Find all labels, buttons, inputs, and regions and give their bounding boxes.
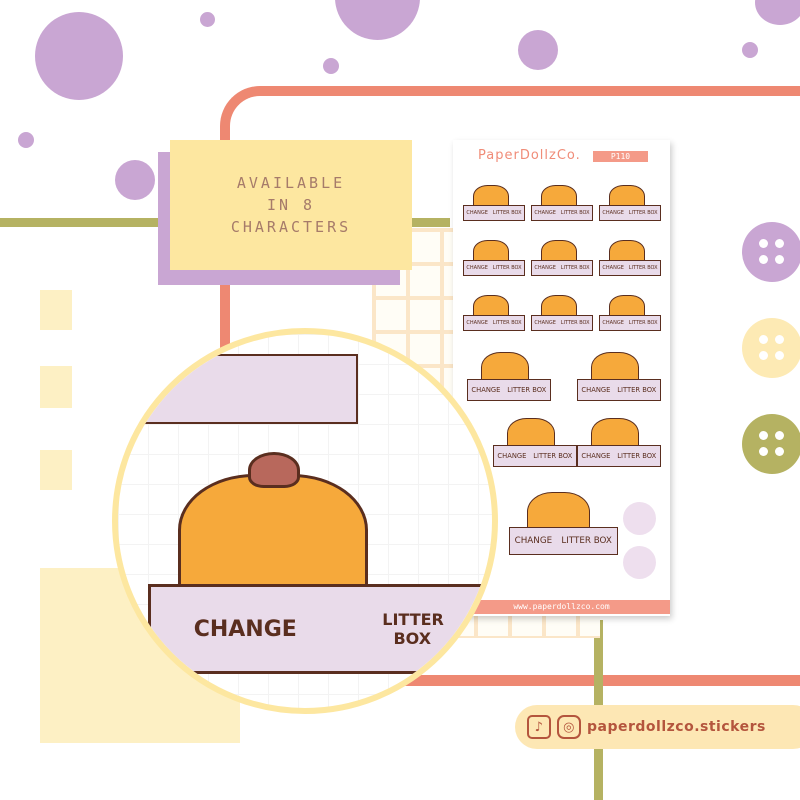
- social-pill: ♪ ◎ paperdollzco.stickers: [515, 705, 800, 749]
- decor-dot: [335, 0, 420, 40]
- litter-box: CHANGE LITTER BOX: [599, 260, 661, 276]
- litter-box-text: LITTER BOX: [560, 320, 590, 326]
- change-text: CHANGE: [581, 385, 611, 394]
- dash: [40, 450, 72, 490]
- litter-box: CHANGE LITTER BOX: [577, 445, 661, 467]
- change-text: CHANGE: [534, 320, 556, 326]
- card-text: CHARACTERS: [230, 218, 352, 236]
- change-text: CHANGE: [193, 616, 297, 642]
- blank-circle: [623, 502, 656, 535]
- poop: [248, 452, 300, 488]
- litter-box-text: LITTER BOX: [628, 210, 658, 216]
- button-decor-cream: [742, 318, 800, 378]
- tiktok-icon[interactable]: ♪: [527, 715, 551, 739]
- decor-dot: [518, 30, 558, 70]
- decor-dot: [742, 42, 758, 58]
- change-text: CHANGE: [534, 265, 556, 271]
- decor-dot: [18, 132, 34, 148]
- litter-box: CHANGE LITTER BOX: [493, 445, 577, 467]
- litter-box-text: LITTER BOX: [492, 265, 522, 271]
- change-text: CHANGE: [471, 385, 501, 394]
- litter-box-text: LITTER BOX: [617, 385, 657, 394]
- litter-box: CHANGE LITTER BOX: [463, 205, 525, 221]
- change-text: CHANGE: [602, 210, 624, 216]
- litter-box-text: LITTER BOX: [628, 265, 658, 271]
- decor-dot: [200, 12, 215, 27]
- litter-box-text: LITTER BOX: [561, 536, 612, 546]
- box-top: [138, 354, 358, 424]
- availability-card: AVAILABLE IN 8 CHARACTERS: [170, 140, 412, 270]
- litter-box-text: LITTER BOX: [628, 320, 658, 326]
- litter-box: CHANGE LITTER BOX: [463, 260, 525, 276]
- litter-box-text: LITTER BOX: [492, 210, 522, 216]
- change-text: CHANGE: [514, 536, 553, 546]
- litter-box: CHANGE LITTER BOX: [531, 260, 593, 276]
- litter-box: CHANGE LITTER BOX: [577, 379, 661, 401]
- litter-box-text: LITTER BOX: [560, 265, 590, 271]
- box-large: CHANGE LITTER BOX: [148, 584, 488, 674]
- change-text: CHANGE: [466, 210, 488, 216]
- change-text: CHANGE: [581, 451, 611, 460]
- instagram-icon[interactable]: ◎: [557, 715, 581, 739]
- blank-circle: [623, 546, 656, 579]
- change-text: CHANGE: [602, 320, 624, 326]
- litter-box-text: LITTER BOX: [560, 210, 590, 216]
- litter-box-text: LITTER BOX: [533, 451, 573, 460]
- litter-box: CHANGE LITTER BOX: [531, 205, 593, 221]
- button-decor-purple: [742, 222, 800, 282]
- dash: [40, 366, 72, 408]
- product-code: P110: [593, 151, 648, 162]
- litter-box: CHANGE LITTER BOX: [531, 315, 593, 331]
- decor-dot: [35, 12, 123, 100]
- sticker-sheet: PaperDollzCo. P110 www.paperdollzco.com …: [453, 140, 670, 616]
- card-text: IN 8: [266, 196, 316, 214]
- decor-dot: [115, 160, 155, 200]
- card-text: AVAILABLE: [236, 174, 346, 192]
- litter-box: CHANGE LITTER BOX: [599, 205, 661, 221]
- button-decor-olive: [742, 414, 800, 474]
- litter-box: CHANGE LITTER BOX: [463, 315, 525, 331]
- litter-box-text: LITTER BOX: [492, 320, 522, 326]
- change-text: CHANGE: [466, 265, 488, 271]
- change-text: CHANGE: [497, 451, 527, 460]
- litter-box: CHANGE LITTER BOX: [509, 527, 618, 555]
- change-text: CHANGE: [466, 320, 488, 326]
- decor-dot: [323, 58, 339, 74]
- website-footer: www.paperdollzco.com: [453, 600, 670, 614]
- litter-box: CHANGE LITTER BOX: [467, 379, 551, 401]
- litter-box-text: LITTER BOX: [382, 610, 444, 648]
- change-text: CHANGE: [602, 265, 624, 271]
- zoom-detail: CHANGE LITTER BOX: [112, 328, 498, 714]
- litter-box: CHANGE LITTER BOX: [599, 315, 661, 331]
- change-text: CHANGE: [534, 210, 556, 216]
- dash: [40, 290, 72, 330]
- social-handle[interactable]: paperdollzco.stickers: [587, 719, 766, 735]
- litter-box-text: LITTER BOX: [617, 451, 657, 460]
- brand-logo: PaperDollzCo.: [478, 148, 581, 163]
- litter-box-text: LITTER BOX: [507, 385, 547, 394]
- decor-dot: [755, 0, 800, 25]
